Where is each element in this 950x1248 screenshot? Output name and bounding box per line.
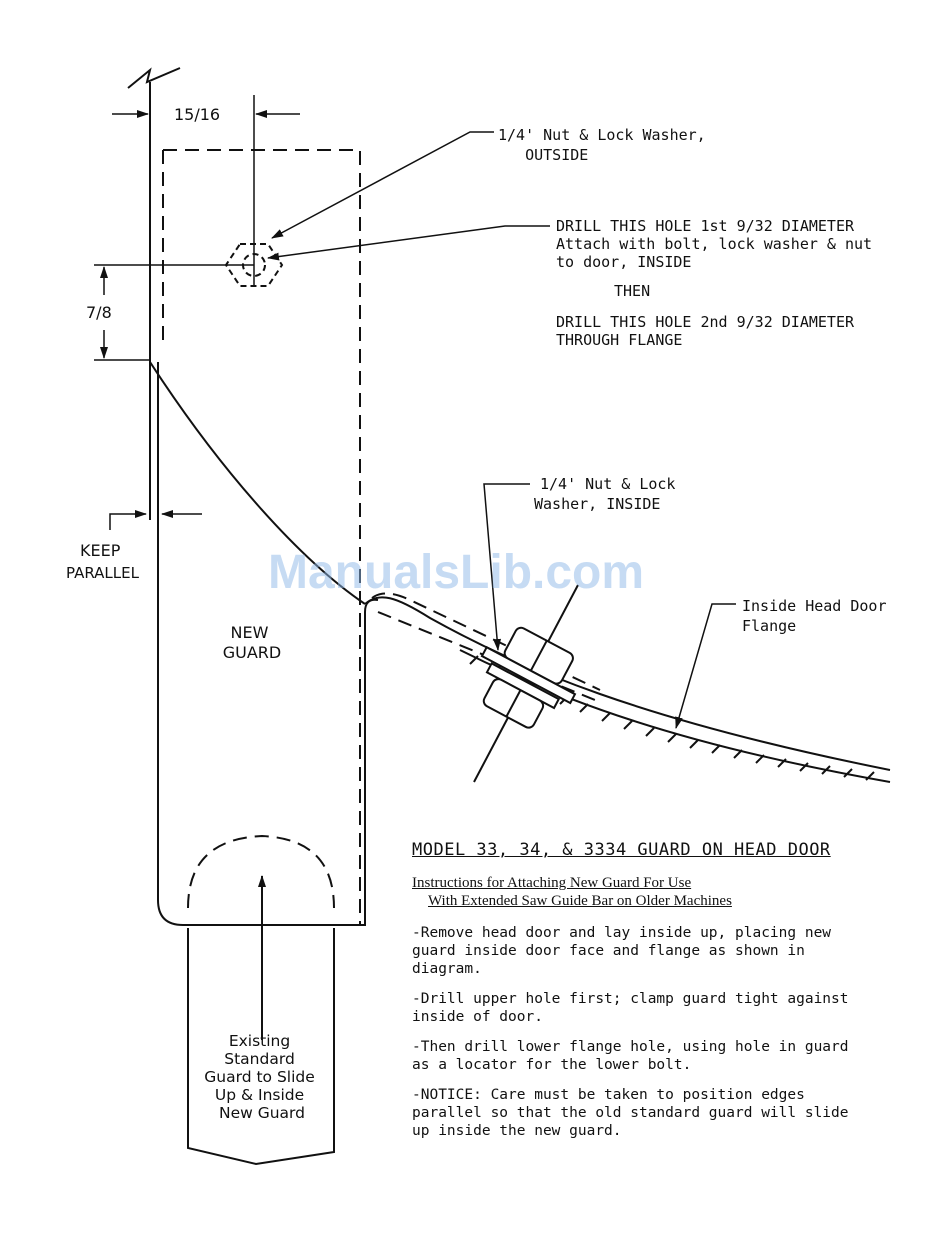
existing-guard-label: Existing Standard Guard to Slide Up & In… — [204, 1032, 319, 1122]
nut-inside-callout: 1/4' Nut & Lock Washer, INSIDE — [534, 475, 685, 513]
leader-lines — [267, 131, 736, 729]
keep-parallel-dim — [109, 440, 202, 530]
instructions-subtitle-2: With Extended Saw Guide Bar on Older Mac… — [428, 893, 732, 909]
watermark: ManualsLib.com — [268, 546, 644, 599]
dim-15-16-label: 15/16 — [174, 105, 220, 124]
drill-first-callout: DRILL THIS HOLE 1st 9/32 DIAMETER Attach… — [556, 217, 881, 271]
lower-bolt-icon — [473, 584, 579, 783]
existing-guard-outline — [187, 834, 335, 1166]
new-guard-label: NEW GUARD — [223, 623, 282, 662]
flange-callout: Inside Head Door Flange — [742, 597, 896, 635]
instruction-step: -Remove head door and lay inside up, pla… — [412, 925, 832, 977]
instruction-step: -NOTICE: Care must be taken to position … — [412, 1087, 849, 1139]
instructions-subtitle-1: Instructions for Attaching New Guard For… — [412, 875, 692, 891]
instruction-step: -Drill upper hole first; clamp guard tig… — [412, 991, 849, 1025]
drill-second-callout: DRILL THIS HOLE 2nd 9/32 DIAMETER THROUG… — [556, 313, 863, 349]
instructions-panel: MODEL 33, 34, & 3334 GUARD ON HEAD DOOR … — [412, 840, 932, 1152]
instructions-title: MODEL 33, 34, & 3334 GUARD ON HEAD DOOR — [412, 840, 831, 860]
dim-7-8 — [94, 264, 254, 361]
dim-7-8-label: 7/8 — [86, 303, 112, 322]
then-label: THEN — [614, 282, 650, 300]
nut-outside-callout: 1/4' Nut & Lock Washer, OUTSIDE — [498, 126, 715, 164]
keep-label: KEEP — [80, 541, 121, 560]
guard-hidden-outline — [162, 149, 601, 925]
parallel-label: PARALLEL — [66, 564, 140, 582]
new-guard-outline — [157, 362, 379, 926]
instruction-step: -Then drill lower flange hole, using hol… — [412, 1039, 849, 1073]
